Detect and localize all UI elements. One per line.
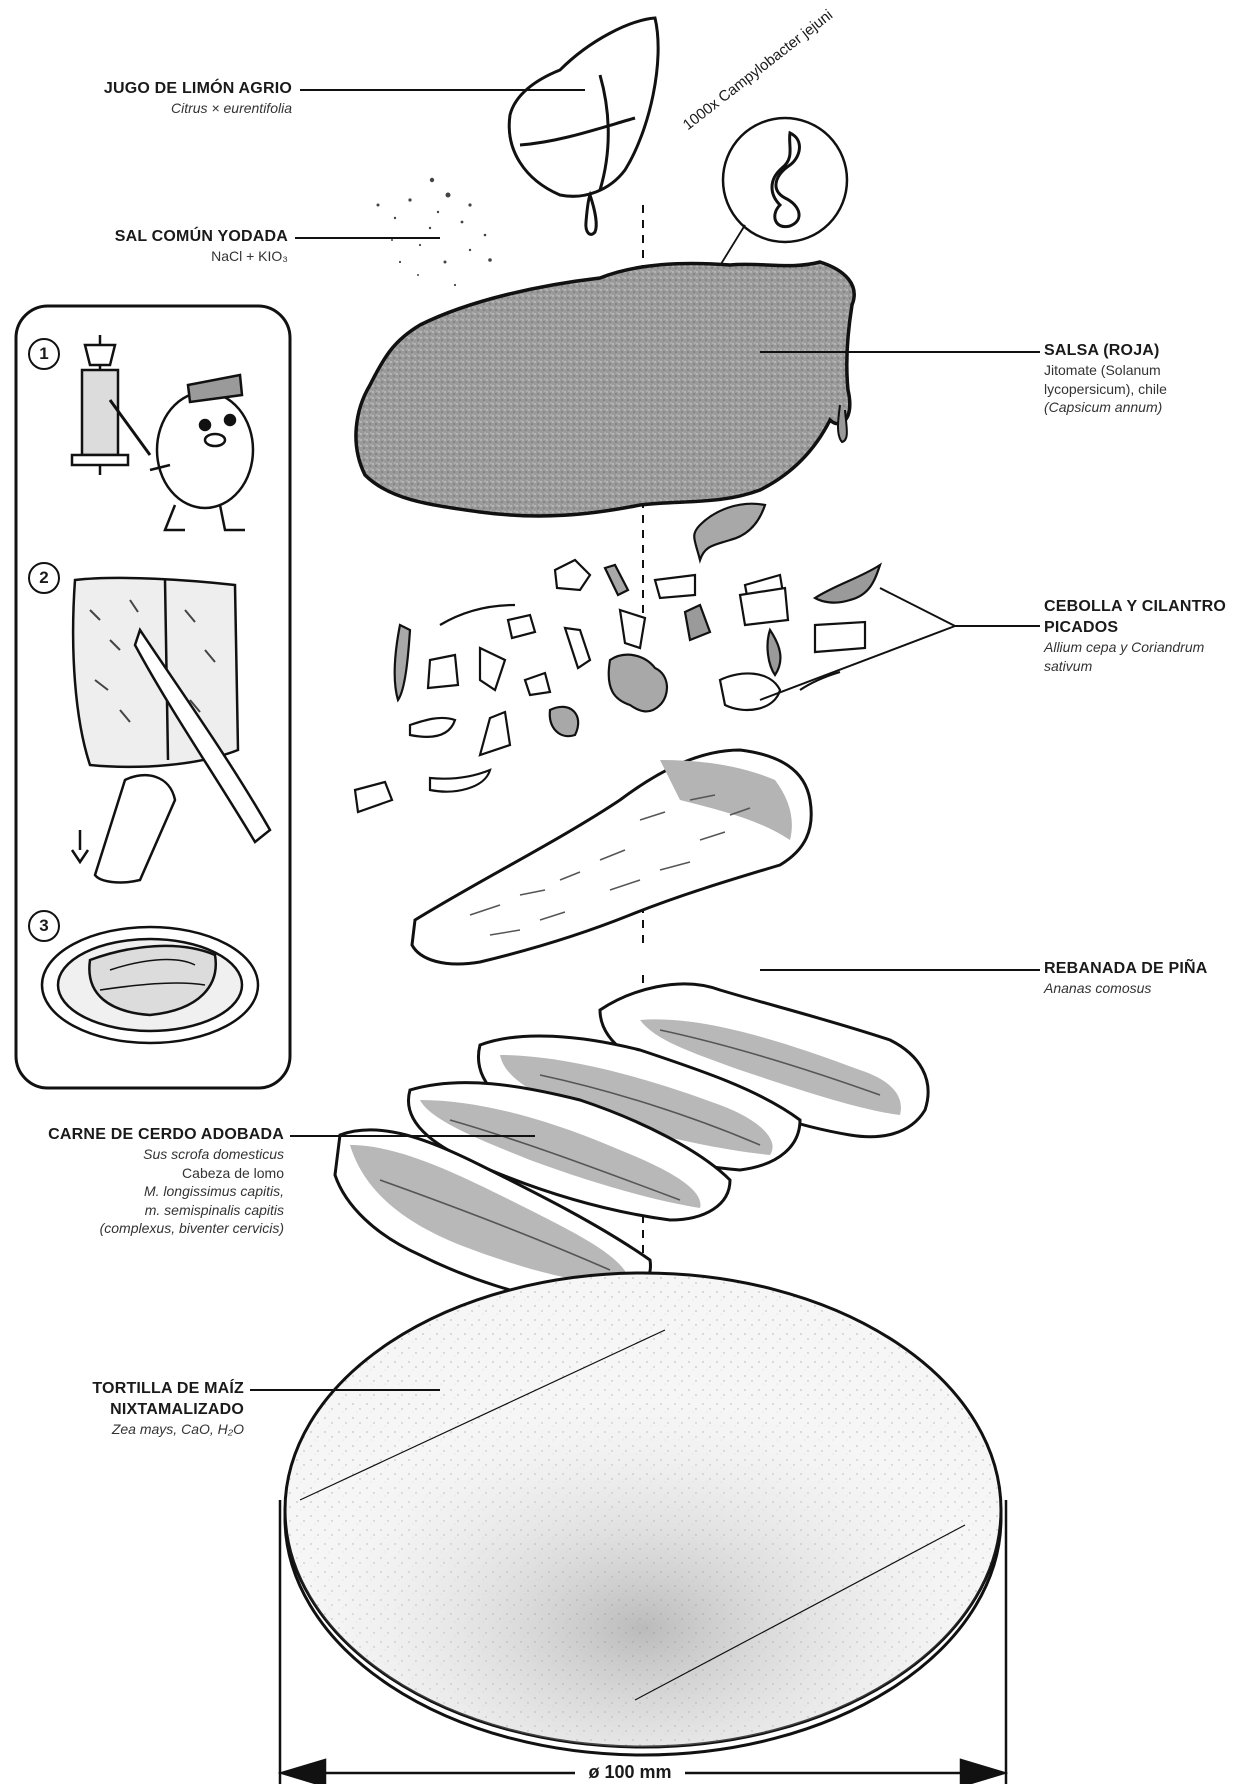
pineapple-title: REBANADA DE PIÑA [1044, 958, 1249, 979]
label-pork: CARNE DE CERDO ADOBADA Sus scrofa domest… [10, 1124, 284, 1237]
onion-cilantro-pieces [355, 504, 880, 812]
salsa-line-2: lycopersicum), chile [1044, 380, 1249, 398]
lemon-title: JUGO DE LIMÓN AGRIO [40, 78, 292, 99]
label-onion-cilantro: CEBOLLA Y CILANTRO PICADOS Allium cepa y… [1044, 596, 1256, 675]
step-3-illustration [42, 927, 258, 1043]
onion-scientific-1: Allium cepa y Coriandrum [1044, 638, 1256, 656]
onion-title-1: CEBOLLA Y CILANTRO [1044, 596, 1256, 617]
step-number-3: 3 [28, 910, 60, 942]
salt-title: SAL COMÚN YODADA [40, 226, 288, 247]
label-salsa: SALSA (ROJA) Jitomate (Solanum lycopersi… [1044, 340, 1249, 417]
pork-muscle-1: M. longissimus capitis, [10, 1182, 284, 1200]
diameter-label: ø 100 mm [575, 1762, 685, 1783]
pork-muscle-2: m. semispinalis capitis [10, 1201, 284, 1219]
salsa-layer [356, 262, 854, 516]
label-tortilla: TORTILLA DE MAÍZ NIXTAMALIZADO Zea mays,… [30, 1378, 244, 1439]
pork-cut: Cabeza de lomo [10, 1164, 284, 1182]
salsa-line-3: (Capsicum annum) [1044, 398, 1249, 416]
pork-muscle-3: (complexus, biventer cervicis) [10, 1219, 284, 1237]
salsa-title: SALSA (ROJA) [1044, 340, 1249, 361]
pineapple-scientific: Ananas comosus [1044, 979, 1249, 997]
label-lemon: JUGO DE LIMÓN AGRIO Citrus × eurentifoli… [40, 78, 292, 118]
lemon-wedge [509, 18, 658, 234]
step-number-1: 1 [28, 338, 60, 370]
label-pineapple: REBANADA DE PIÑA Ananas comosus [1044, 958, 1249, 998]
tortilla-title-1: TORTILLA DE MAÍZ [30, 1378, 244, 1399]
tortilla [285, 1273, 1001, 1755]
preparation-steps-panel [16, 306, 290, 1088]
pork-scientific: Sus scrofa domesticus [10, 1145, 284, 1163]
pork-slices [335, 984, 928, 1306]
onion-title-2: PICADOS [1044, 617, 1256, 638]
step-number-2: 2 [28, 562, 60, 594]
salsa-line-1: Jitomate (Solanum [1044, 361, 1249, 379]
label-salt: SAL COMÚN YODADA NaCl + KIO₃ [40, 226, 288, 266]
salt-formula: NaCl + KIO₃ [40, 247, 288, 265]
pork-title: CARNE DE CERDO ADOBADA [10, 1124, 284, 1145]
salt-grains [377, 178, 492, 286]
tortilla-title-2: NIXTAMALIZADO [30, 1399, 244, 1420]
tortilla-formula: Zea mays, CaO, H₂O [30, 1420, 244, 1438]
onion-scientific-2: sativum [1044, 657, 1256, 675]
lemon-scientific: Citrus × eurentifolia [40, 99, 292, 117]
